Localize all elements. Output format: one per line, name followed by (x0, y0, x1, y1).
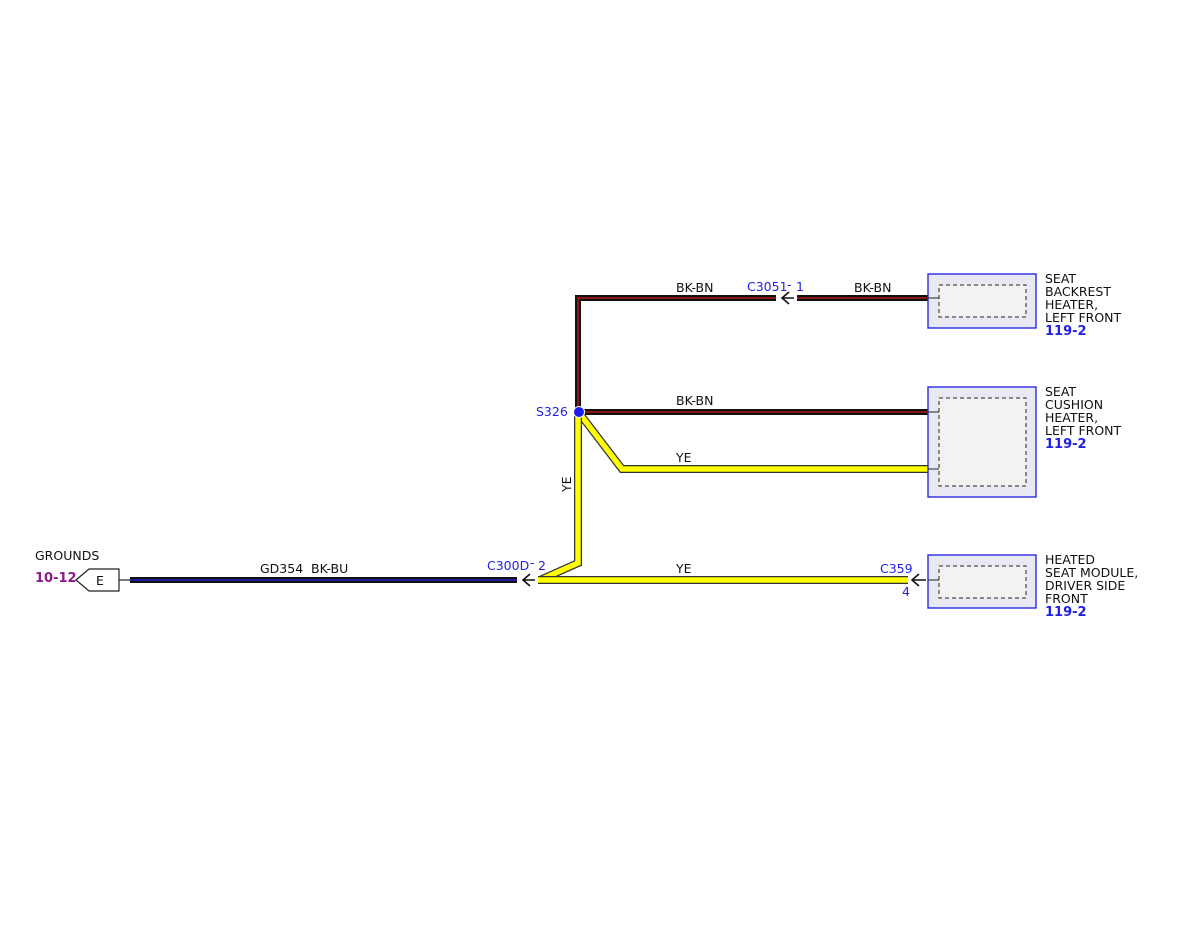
grounds-terminal: E (75, 568, 131, 592)
component-backrest-heater (927, 273, 1037, 329)
splice-s326-label: S326 (536, 404, 568, 419)
wire-label-vertical-ye: YE (559, 476, 574, 493)
wire-label-backrest-left: BK-BN (676, 280, 713, 295)
wire-label-ground-circuit: GD354 (260, 561, 303, 576)
svg-text:SEAT MODULE,: SEAT MODULE, (1045, 565, 1138, 580)
connector-c359-symbol (910, 573, 926, 587)
component-heated-seat-module (927, 554, 1037, 609)
wire-label-backrest-right: BK-BN (854, 280, 891, 295)
grounds-page-ref: 10-12 (35, 571, 77, 586)
svg-text:CUSHION: CUSHION (1045, 397, 1103, 412)
connector-c3051-symbol (780, 291, 794, 305)
connector-c3051-name: C3051 (747, 279, 788, 294)
grounds-label: GROUNDS (35, 548, 99, 563)
svg-text:FRONT: FRONT (1045, 591, 1088, 606)
wire-label-cushion-ye: YE (675, 450, 692, 465)
heated-seat-module-page-ref: 119-2 (1045, 605, 1087, 620)
wire-label-module-ye: YE (675, 561, 692, 576)
connector-c300d-name: C300D (487, 558, 529, 573)
cushion-heater-label: SEAT CUSHION HEATER, LEFT FRONT 119-2 (1045, 384, 1122, 452)
svg-text:HEATER,: HEATER, (1045, 297, 1098, 312)
svg-text:HEATER,: HEATER, (1045, 410, 1098, 425)
svg-text:LEFT FRONT: LEFT FRONT (1045, 310, 1122, 325)
svg-text:LEFT FRONT: LEFT FRONT (1045, 423, 1122, 438)
svg-text:SEAT: SEAT (1045, 271, 1076, 286)
connector-c359-pin: 4 (902, 584, 910, 599)
wire-vertical-ye (538, 414, 582, 584)
wire-backrest-bkbn-left (575, 295, 776, 412)
connector-c3051-pin: 1 (796, 279, 804, 294)
connector-c300d-dash: - (530, 555, 535, 570)
backrest-heater-label: SEAT BACKREST HEATER, LEFT FRONT 119-2 (1045, 271, 1122, 339)
connector-c300d-symbol (521, 573, 535, 587)
cushion-heater-page-ref: 119-2 (1045, 437, 1087, 452)
backrest-heater-page-ref: 119-2 (1045, 324, 1087, 339)
grounds-terminal-letter: E (96, 573, 104, 588)
heated-seat-module-label: HEATED SEAT MODULE, DRIVER SIDE FRONT 11… (1045, 552, 1138, 620)
connector-c359-name: C359 (880, 561, 913, 576)
component-cushion-heater (927, 386, 1037, 498)
svg-text:SEAT: SEAT (1045, 384, 1076, 399)
connector-c300d-pin: 2 (538, 558, 546, 573)
svg-text:DRIVER SIDE: DRIVER SIDE (1045, 578, 1125, 593)
wire-label-ground-color: BK-BU (311, 561, 348, 576)
connector-c3051-dash: - (787, 277, 792, 292)
svg-text:BACKREST: BACKREST (1045, 284, 1111, 299)
wire-label-cushion-bkbn: BK-BN (676, 393, 713, 408)
svg-text:HEATED: HEATED (1045, 552, 1095, 567)
wire-cushion-ye (576, 411, 929, 473)
splice-s326-dot (573, 406, 585, 418)
